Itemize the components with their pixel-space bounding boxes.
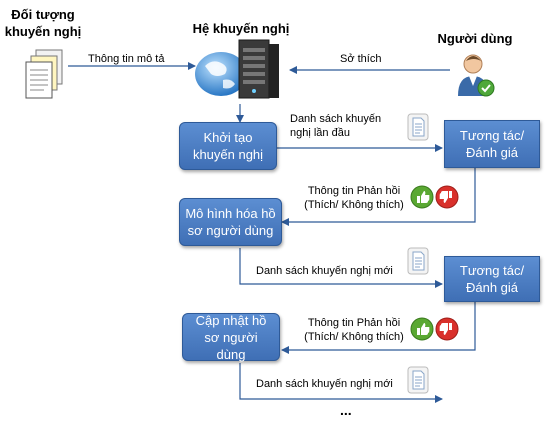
label-description-info: Thông tin mô tả [88,53,165,65]
box-update-profile-label: Cập nhật hồ sơ người dùng [195,312,267,362]
feedback-icons-2 [410,317,459,341]
feedback-icons-1 [410,185,459,209]
user-icon [458,54,495,97]
label-new-list-1: Danh sách khuyến nghị mới [256,265,393,277]
box-interact-2: Tương tác/ Đánh giá [444,256,540,302]
box-init-recommendation: Khởi tạo khuyến nghị [179,122,277,170]
label-new-list-2: Danh sách khuyến nghị mới [256,378,393,390]
label-feedback-2: Thông tin Phản hồi (Thích/ Không thích) [304,317,404,343]
arrow-feedback-1 [281,167,476,226]
ellipsis: ... [340,402,352,418]
thumbs-down-icon [435,317,459,341]
document-icon [407,247,429,275]
thumbs-up-icon [410,185,434,209]
system-title: Hệ khuyến nghị [192,21,290,36]
arrow-new-list-1 [239,248,443,288]
thumbs-down-icon [435,185,459,209]
document-icon [407,113,429,141]
box-interact-1-label: Tương tác/ Đánh giá [459,128,525,160]
arrow-new-list-2 [239,363,443,403]
thumbs-up-icon [410,317,434,341]
box-interact-1: Tương tác/ Đánh giá [444,120,540,168]
label-feedback-1: Thông tin Phản hồi (Thích/ Không thích) [304,185,404,211]
user-title: Người dùng [437,31,513,46]
box-interact-2-label: Tương tác/ Đánh giá [459,263,525,295]
box-model-profile: Mô hình hóa hồ sơ người dùng [179,198,282,246]
arrow-feedback-2 [281,302,476,354]
server-globe-icon [195,39,279,99]
box-init-label: Khởi tạo khuyến nghị [192,130,264,162]
documents-icon [25,49,63,99]
objects-title: Đối tượng khuyến nghị [4,7,82,39]
box-model-profile-label: Mô hình hóa hồ sơ người dùng [185,206,276,238]
document-icon [407,366,429,394]
label-preferences: Sở thích [340,53,382,65]
label-initial-list: Danh sách khuyến nghị lần đầu [290,113,382,139]
box-update-profile: Cập nhật hồ sơ người dùng [182,312,280,362]
